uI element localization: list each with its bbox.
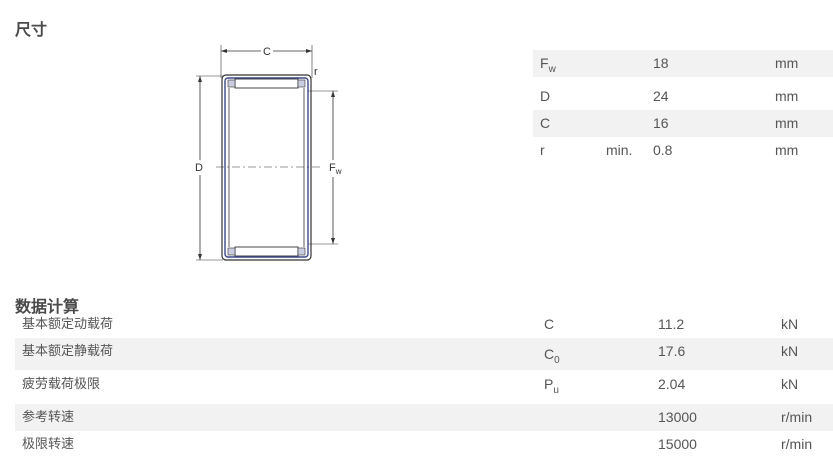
label-c: C [263, 46, 271, 58]
calc-row-fatigue-limit: 疲劳载荷极限 Pu 2.04 kN [15, 371, 833, 403]
needle-roller-top [234, 78, 299, 89]
calc-unit: kN [781, 343, 799, 359]
dim-unit: mm [775, 142, 799, 158]
dim-unit: mm [775, 115, 799, 131]
calculation-heading: 数据计算 [15, 297, 80, 316]
calc-name: 极限转速 [22, 437, 75, 452]
dim-symbol: r [540, 142, 545, 158]
calc-row-dynamic-load: 基本额定动载荷 C 11.2 kN [15, 311, 833, 338]
bearing-outer-ring [221, 74, 312, 261]
calc-symbol: C0 [544, 346, 560, 366]
calc-symbol: Pu [544, 376, 559, 396]
calc-symbol: C [544, 316, 555, 332]
calc-row-static-load: 基本额定静载荷 C0 17.6 kN [15, 338, 833, 370]
dim-unit: mm [775, 88, 799, 104]
dim-value: 16 [653, 115, 669, 131]
calc-unit: r/min [781, 409, 813, 425]
dim-unit: mm [775, 55, 799, 71]
calc-value: 2.04 [658, 376, 686, 392]
dim-symbol: D [540, 88, 551, 104]
dim-row-d: D 24 mm [533, 83, 833, 110]
dim-symbol: C [540, 115, 551, 131]
dimensions-heading: 尺寸 [15, 20, 48, 39]
label-fw: Fw [329, 162, 342, 176]
dim-symbol: Fw [540, 55, 556, 75]
calc-value: 13000 [658, 409, 697, 425]
dim-row-fw: Fw 18 mm [533, 50, 833, 77]
calc-unit: kN [781, 316, 799, 332]
calc-value: 15000 [658, 436, 697, 452]
bearing-drawing: C D Fw r [192, 44, 348, 261]
dim-row-c: C 16 mm [533, 110, 833, 137]
calc-row-reference-speed: 参考转速 13000 r/min [15, 404, 833, 431]
calc-name: 基本额定动载荷 [22, 317, 114, 332]
label-r: r [314, 66, 318, 78]
calc-row-limiting-speed: 极限转速 15000 r/min [15, 431, 833, 458]
calc-name: 基本额定静载荷 [22, 344, 114, 359]
calc-name: 疲劳载荷极限 [22, 377, 101, 392]
dim-value: 0.8 [653, 142, 673, 158]
calc-value: 11.2 [658, 316, 685, 332]
dim-value: 18 [653, 55, 669, 71]
dim-value: 24 [653, 88, 669, 104]
dim-qualifier: min. [606, 142, 633, 158]
calc-name: 参考转速 [22, 410, 75, 425]
dim-row-r: r min. 0.8 mm [533, 137, 833, 164]
label-d: D [195, 162, 203, 174]
calc-value: 17.6 [658, 343, 686, 359]
calc-unit: kN [781, 376, 799, 392]
calc-unit: r/min [781, 436, 813, 452]
needle-roller-bottom [234, 246, 299, 257]
